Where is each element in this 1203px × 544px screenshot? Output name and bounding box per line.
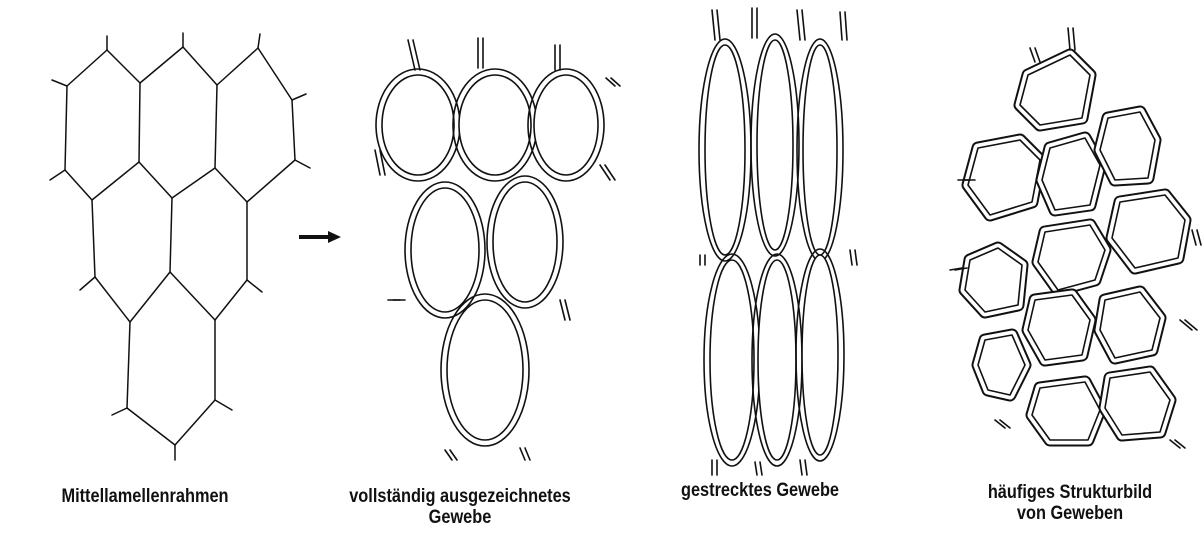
caption-middle-lamella-frame: Mittellamellenrahmen [46, 486, 244, 507]
middle-lamella-frame-drawing [50, 33, 310, 460]
complete-tissue-drawing [375, 38, 620, 460]
caption-elongated-tissue: gestrecktes Gewebe [670, 480, 851, 501]
caption-complete-tissue: vollständig ausgezeichnetes Gewebe [344, 486, 576, 528]
caption-line: vollständig ausgezeichnetes [344, 486, 576, 507]
right-arrow-icon [299, 231, 341, 243]
caption-common-structure: häufiges Strukturbild von Geweben [967, 482, 1173, 524]
caption-line: Mittellamellenrahmen [46, 486, 244, 507]
caption-line: Gewebe [344, 507, 576, 528]
caption-line: häufiges Strukturbild [967, 482, 1173, 503]
caption-line: gestrecktes Gewebe [670, 480, 851, 501]
elongated-tissue-drawing [699, 8, 857, 475]
common-tissue-structure-drawing [950, 28, 1201, 448]
caption-line: von Geweben [967, 503, 1173, 524]
